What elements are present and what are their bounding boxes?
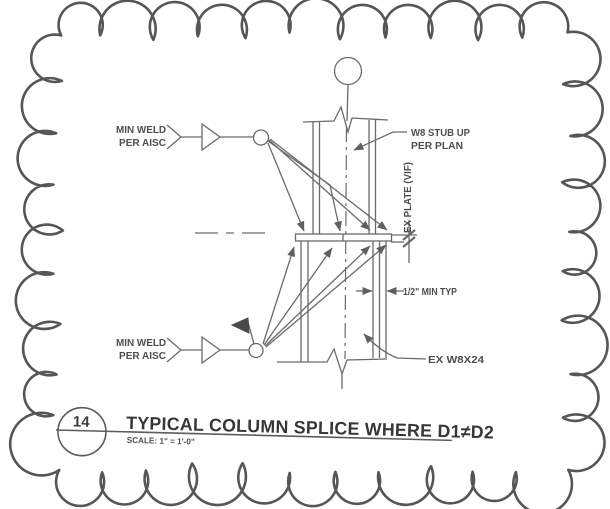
callout-min-weld-bottom-line2: PER AISC — [119, 351, 166, 362]
callout-ex-plate: EX PLATE (VIF) — [403, 162, 414, 233]
weld-all-around-circle — [248, 342, 264, 359]
callout-w8-stub-line2: PER PLAN — [411, 141, 463, 152]
grid-bubble-stem — [346, 84, 349, 122]
ex-beam-leader — [363, 333, 427, 360]
callout-w8-stub-line1: W8 STUB UP — [411, 128, 470, 139]
weld-symbol-triangle — [201, 122, 222, 152]
callout-ex-beam: EX W8X24 — [428, 355, 484, 366]
detail-number-bubble — [57, 406, 107, 457]
weld-callout-top — [166, 122, 388, 232]
dimension-tick — [402, 236, 416, 248]
callout-min-weld-bottom-line1: MIN WELD — [116, 338, 166, 349]
ex-plate-dimension — [391, 220, 417, 263]
dimension-tick — [402, 229, 416, 241]
field-weld-flag — [230, 317, 250, 334]
column-centerline — [344, 126, 348, 360]
callout-min-weld-top-line2: PER AISC — [119, 138, 166, 149]
bottom-break-line — [277, 347, 388, 377]
weld-arrow — [264, 245, 371, 347]
callout-min-weld-top-line1: MIN WELD — [116, 125, 166, 136]
top-break-line — [302, 105, 389, 135]
weld-all-around-circle — [252, 129, 270, 146]
weld-arrow — [267, 142, 305, 232]
title-underline — [55, 429, 452, 442]
detail-scale: SCALE: 1" = 1'-0" — [127, 435, 195, 447]
detail-number: 14 — [73, 413, 91, 430]
weld-arrow — [262, 246, 295, 345]
weld-arrow — [269, 138, 388, 231]
weld-arrow — [263, 247, 333, 346]
w8-stub-leader — [353, 131, 407, 151]
callout-half-inch: 1/2" MIN TYP — [403, 287, 457, 298]
weld-symbol-triangle — [201, 335, 222, 365]
weld-callout-bottom — [166, 244, 387, 365]
revision-cloud-border — [8, 0, 609, 509]
column-splice-detail — [195, 56, 393, 389]
weld-arrow — [268, 139, 371, 231]
weld-arrow — [265, 244, 387, 348]
